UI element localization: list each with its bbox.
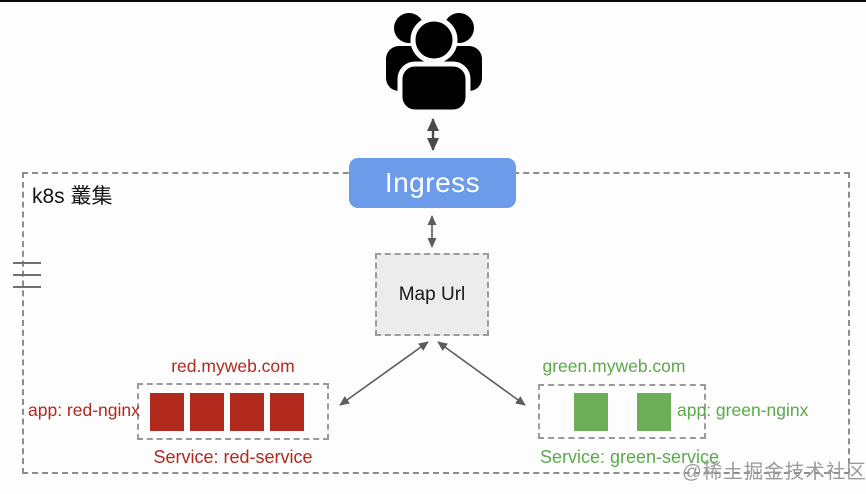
- watermark-text: @稀土掘金技术社区: [682, 461, 866, 483]
- left-border-handle: [13, 286, 41, 288]
- green-app-label: app: green-nginx: [677, 400, 809, 420]
- red-pods-box: [137, 383, 329, 440]
- pod-square: [190, 392, 224, 431]
- left-border-handle: [13, 274, 41, 276]
- ingress-node: Ingress: [349, 158, 516, 208]
- left-border-handle: [13, 262, 41, 264]
- pod-square: [230, 392, 264, 431]
- top-frame-edge: [0, 0, 866, 2]
- pod-square: [636, 392, 671, 431]
- green-service-label: Service: green-service: [540, 447, 720, 467]
- users-group-icon: [383, 7, 485, 115]
- red-app-label: app: red-nginx: [28, 400, 140, 420]
- green-domain-label: green.myweb.com: [542, 356, 686, 376]
- green-pods-box: [538, 384, 706, 439]
- k8s-cluster-label: k8s 叢集: [32, 185, 113, 208]
- pod-square: [573, 392, 608, 431]
- red-service-label: Service: red-service: [153, 447, 313, 467]
- pod-square: [150, 392, 184, 431]
- red-domain-label: red.myweb.com: [171, 356, 295, 376]
- pod-square: [270, 392, 304, 431]
- map-url-node: Map Url: [375, 253, 489, 336]
